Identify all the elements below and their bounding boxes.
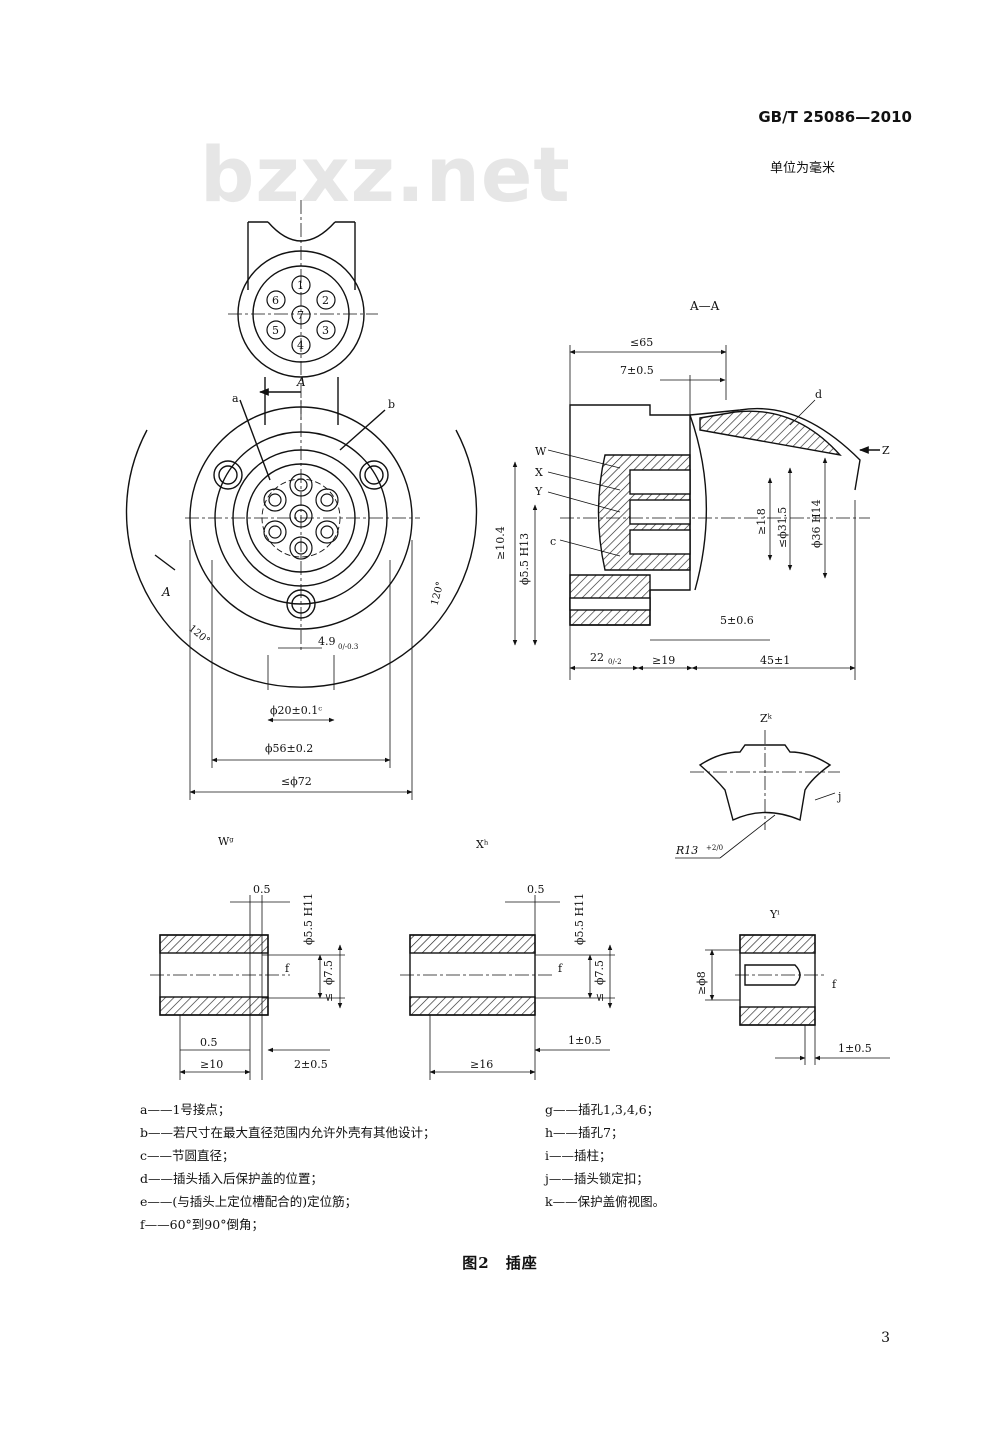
contact-5: 5 xyxy=(272,324,279,337)
front-view xyxy=(125,200,478,800)
legend-item-j: j——插头锁定扣； xyxy=(545,1171,649,1186)
view-z-title: Zᵏ xyxy=(760,712,773,725)
section-label-top: A xyxy=(296,375,306,389)
dim-4-9-tol: 0/-0.3 xyxy=(338,643,358,651)
contact-6: 6 xyxy=(272,294,279,307)
figure-caption: 图2 插座 xyxy=(462,1254,538,1272)
contact-7: 7 xyxy=(297,309,304,322)
legend-item-i: i——插柱； xyxy=(545,1148,612,1163)
dim-1-8: ≥1.8 xyxy=(755,508,768,535)
x-dim-1: 1±0.5 xyxy=(568,1034,602,1047)
callout-a: a xyxy=(232,392,239,405)
x-dim-0-5: 0.5 xyxy=(527,883,545,896)
contact-2: 2 xyxy=(322,294,329,307)
view-w-title: Wᵍ xyxy=(218,835,234,848)
view-y-title: Yⁱ xyxy=(769,908,780,921)
radius-tol: +2/0 xyxy=(706,844,723,852)
label-d: d xyxy=(815,388,822,401)
legend-item-c: c——节圆直径； xyxy=(140,1148,235,1163)
dim-5: 5±0.6 xyxy=(720,614,754,627)
legend-item-f: f——60°到90°倒角； xyxy=(140,1217,264,1232)
contact-pins xyxy=(263,275,339,560)
x-dim-le: ≤ xyxy=(593,993,606,1002)
dim-22-tol: 0/-2 xyxy=(608,658,622,666)
label-c: c xyxy=(550,535,556,548)
dim-10-4: ≥10.4 xyxy=(494,526,507,560)
legend-item-g: g——插孔1,3,4,6； xyxy=(545,1102,660,1117)
dim-36-h14: ϕ36 H14 xyxy=(810,499,823,548)
dim-phi56: ϕ56±0.2 xyxy=(265,742,313,755)
legend-item-a: a——1号接点； xyxy=(140,1102,231,1117)
legend-right: g——插孔1,3,4,6； h——插孔7； i——插柱； j——插头锁定扣； k… xyxy=(545,1098,665,1213)
watermark: bzxz.net xyxy=(200,130,571,219)
contact-4: 4 xyxy=(297,339,304,352)
x-dim-5-5: ϕ5.5 H11 xyxy=(573,893,586,945)
view-z xyxy=(675,730,840,859)
dim-31-5: ≤ϕ31.5 xyxy=(776,507,789,548)
dim-le65: ≤65 xyxy=(630,336,653,349)
view-y xyxy=(705,934,890,1065)
w-dim-7-5: ϕ7.5 xyxy=(322,960,335,985)
label-w: W xyxy=(535,445,547,458)
dim-5-5-h13: ϕ5.5 H13 xyxy=(518,533,531,585)
x-dim-16: ≥16 xyxy=(470,1058,493,1071)
view-x-title: Xʰ xyxy=(476,838,489,851)
w-dim-0-5-top: 0.5 xyxy=(253,883,271,896)
view-x xyxy=(400,895,615,1080)
dim-phi20: ϕ20±0.1ᶜ xyxy=(270,704,322,717)
x-label-f: f xyxy=(558,962,563,975)
legend-item-d: d——插头插入后保护盖的位置； xyxy=(140,1171,324,1186)
x-dim-7-5: ϕ7.5 xyxy=(593,960,606,985)
section-label-left: A xyxy=(161,585,171,599)
legend-item-h: h——插孔7； xyxy=(545,1125,624,1140)
dim-22: 22 xyxy=(590,651,604,664)
view-w xyxy=(150,895,345,1080)
dim-phi72: ≤ϕ72 xyxy=(281,775,312,788)
y-dim-8: ≥ϕ8 xyxy=(695,971,708,995)
w-dim-le: ≤ xyxy=(322,993,335,1002)
page-number: 3 xyxy=(881,1330,890,1346)
w-dim-2: 2±0.5 xyxy=(294,1058,328,1071)
w-dim-0-5-bottom: 0.5 xyxy=(200,1036,218,1049)
label-z: Z xyxy=(882,444,890,457)
w-label-f: f xyxy=(285,962,290,975)
legend-left: a——1号接点； b——若尺寸在最大直径范围内允许外壳有其他设计； c——节圆直… xyxy=(140,1098,436,1236)
angle-right: 120° xyxy=(430,581,447,607)
contact-1: 1 xyxy=(297,279,304,292)
label-y: Y xyxy=(534,485,543,498)
dim-7: 7±0.5 xyxy=(620,364,654,377)
legend-item-k: k——保护盖俯视图。 xyxy=(545,1194,666,1209)
w-dim-5-5: ϕ5.5 H11 xyxy=(302,893,315,945)
callout-b: b xyxy=(388,398,395,411)
section-aa xyxy=(512,345,880,680)
legend-item-e: e——(与插头上定位槽配合的)定位筋； xyxy=(140,1194,358,1209)
y-label-f: f xyxy=(832,978,837,991)
dim-4-9: 4.9 xyxy=(318,635,336,648)
dim-45: 45±1 xyxy=(760,654,790,667)
label-x: X xyxy=(535,466,543,479)
radius-label: R13 xyxy=(675,844,698,857)
contact-3: 3 xyxy=(322,324,329,337)
dim-19: ≥19 xyxy=(652,654,675,667)
y-dim-1: 1±0.5 xyxy=(838,1042,872,1055)
standard-number: GB/T 25086—2010 xyxy=(758,108,912,126)
unit-note: 单位为毫米 xyxy=(770,161,836,176)
section-aa-title: A—A xyxy=(689,299,720,313)
label-j: j xyxy=(836,790,841,803)
w-dim-10: ≥10 xyxy=(200,1058,223,1071)
legend-item-b: b——若尺寸在最大直径范围内允许外壳有其他设计； xyxy=(140,1125,436,1140)
